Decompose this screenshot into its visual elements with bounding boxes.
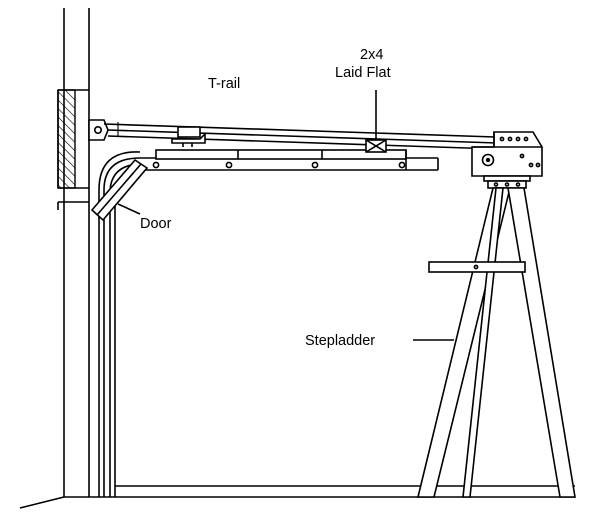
two-by-four-label-line2: Laid Flat <box>335 65 391 81</box>
two-by-four-block <box>365 90 387 153</box>
two-by-four-label-line1: 2x4 <box>360 47 383 63</box>
roller <box>152 161 160 169</box>
roller <box>311 161 319 169</box>
t-rail-label: T-rail <box>208 76 240 92</box>
hatched-header-block <box>57 89 76 189</box>
opener-motor-unit <box>471 131 543 189</box>
door-track-horizontal <box>140 149 439 171</box>
door-track-vertical <box>98 151 575 497</box>
stepladder <box>413 187 576 498</box>
door-arm <box>90 158 149 222</box>
floor <box>19 496 575 509</box>
door-label: Door <box>140 216 172 232</box>
stepladder-label: Stepladder <box>305 333 375 349</box>
wall-framing <box>57 8 90 497</box>
door-leader-line <box>117 203 141 215</box>
roller <box>225 161 233 169</box>
header-bracket <box>88 119 109 141</box>
trolley <box>171 126 206 147</box>
t-rail <box>103 122 498 150</box>
roller <box>398 161 406 169</box>
